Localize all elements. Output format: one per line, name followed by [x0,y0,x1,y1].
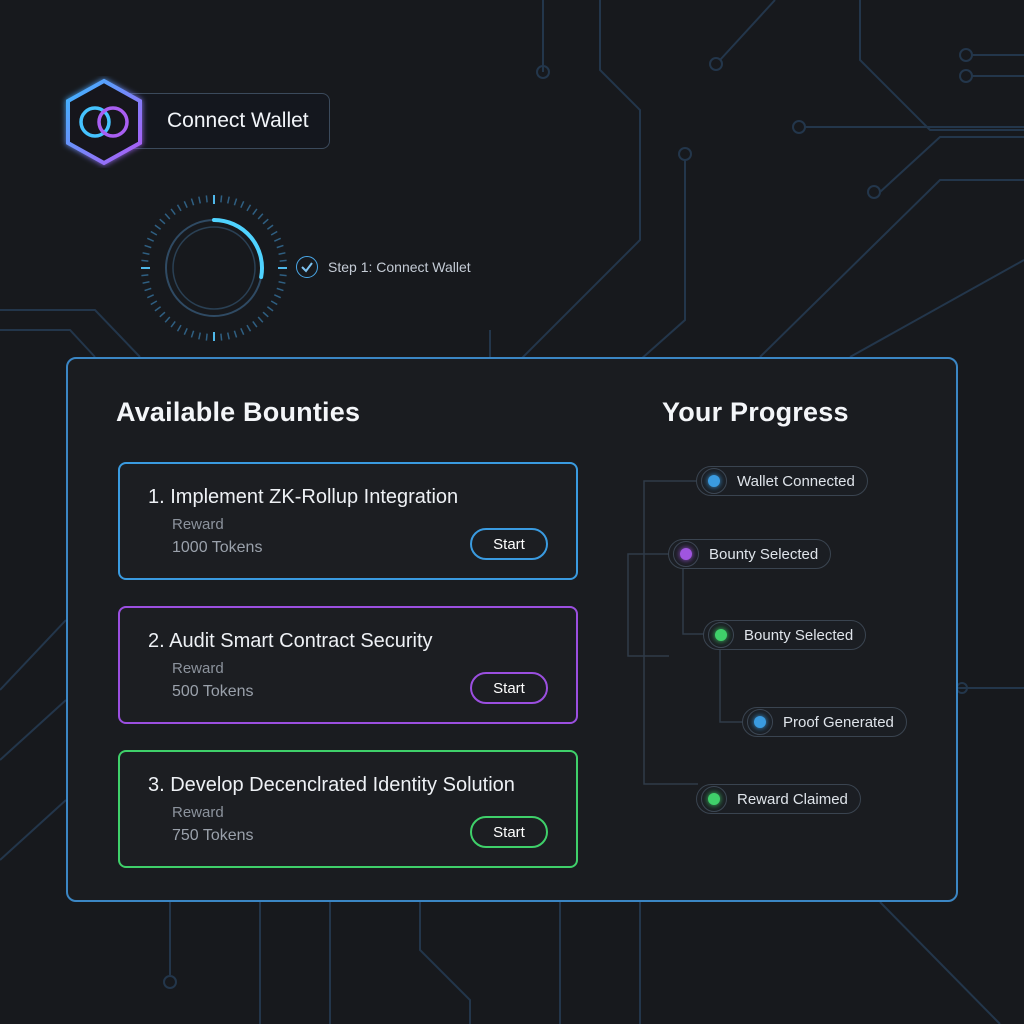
ring-tick [164,213,171,220]
ring-tick [176,204,182,212]
reward-value: 750 Tokens [172,827,254,844]
status-dot-icon [708,475,720,487]
progress-node-label: Bounty Selected [744,626,854,644]
ring-tick [262,218,269,225]
ring-tick [147,294,155,299]
interlocking-rings-icon[interactable] [58,76,150,168]
ring-tick [240,201,245,209]
progress-node: Bounty Selected [668,539,832,569]
ring-tick [142,280,150,284]
reward-value: 500 Tokens [172,683,254,700]
step-progress-ring [141,195,287,341]
ring-tick [220,195,223,203]
progress-node: Wallet Connected [696,466,868,496]
ring-tick [266,306,274,312]
ring-tick [226,196,230,204]
progress-node-label: Wallet Connected [737,472,855,490]
ring-tick [147,237,155,242]
ring-tick [262,311,269,318]
ring-tick [233,198,238,206]
ring-tick [141,274,149,277]
ring-tick [270,230,278,236]
ring-tick [170,320,176,328]
reward-value: 1000 Tokens [172,539,263,556]
step-label: Step 1: Connect Wallet [328,259,471,275]
ring-tick [183,201,188,209]
connect-wallet-label: Connect Wallet [167,109,309,132]
ring-tick [150,230,158,236]
ring-tick [266,224,274,230]
ring-tick [226,332,230,340]
ring-tick [183,327,188,335]
ring-tick [257,213,264,220]
bounty-title: 3. Develop Decenclrated Identity Solutio… [148,774,515,796]
ring-tick [190,330,195,338]
ring-tick [270,300,278,306]
ring-tick [246,324,252,332]
status-dot-icon [680,548,692,560]
ring-tick [278,252,286,256]
status-dot-icon [708,793,720,805]
start-button[interactable]: Start [470,672,548,704]
bounty-card[interactable]: 1. Implement ZK-Rollup Integration Rewar… [118,462,578,580]
ring-tick [205,195,208,203]
ring-tick [144,244,152,249]
ring-tick [246,204,252,212]
ring-tick [198,332,202,340]
bounty-title: 1. Implement ZK-Rollup Integration [148,486,459,508]
bounty-title: 2. Audit Smart Contract Security [148,630,433,652]
status-dot-icon [754,716,766,728]
ring-tick [190,198,195,206]
reward-label: Reward [172,660,224,677]
ring-tick [154,306,162,312]
progress-node-label: Bounty Selected [709,545,819,563]
progress-node-label: Reward Claimed [737,790,848,808]
ring-tick [144,287,152,292]
ring-tick [176,324,182,332]
reward-label: Reward [172,516,224,533]
ring-tick [278,280,286,284]
progress-arc [212,218,264,279]
start-button[interactable]: Start [470,528,548,560]
bounties-title: Available Bounties [116,397,361,427]
ring-tick [205,333,208,341]
start-button[interactable]: Start [470,816,548,848]
ring-tick [276,244,284,249]
ring-tick [159,218,166,225]
ring-tick [198,196,202,204]
ring-tick [273,237,281,242]
connect-wallet-button[interactable]: Connect Wallet [116,93,330,149]
main-panel: Available Bounties Your Progress 1. Impl… [66,357,958,902]
reward-label: Reward [172,804,224,821]
ring-tick [279,274,287,277]
ring-tick [240,327,245,335]
progress-node: Bounty Selected [703,620,867,650]
ring-tick [252,320,258,328]
bounty-card[interactable]: 3. Develop Decenclrated Identity Solutio… [118,750,578,868]
ring-tick [273,294,281,299]
checkmark-icon [296,256,318,278]
ring-tick [159,311,166,318]
status-dot-icon [715,629,727,641]
ring-tick [233,330,238,338]
ring-tick [142,252,150,256]
progress-title: Your Progress [662,397,849,427]
ring-tick [154,224,162,230]
progress-node-label: Proof Generated [783,713,894,731]
bounty-card[interactable]: 2. Audit Smart Contract Security Reward … [118,606,578,724]
ring-tick [257,316,264,323]
ring-tick [170,208,176,216]
ring-tick [141,259,149,262]
ring-tick [150,300,158,306]
progress-node: Proof Generated [742,707,907,737]
progress-node: Reward Claimed [696,784,861,814]
ring-tick [279,259,287,262]
ring-tick [220,333,223,341]
step-indicator: Step 1: Connect Wallet [296,254,471,280]
ring-tick [252,208,258,216]
ring-tick [164,316,171,323]
ring-tick [276,287,284,292]
